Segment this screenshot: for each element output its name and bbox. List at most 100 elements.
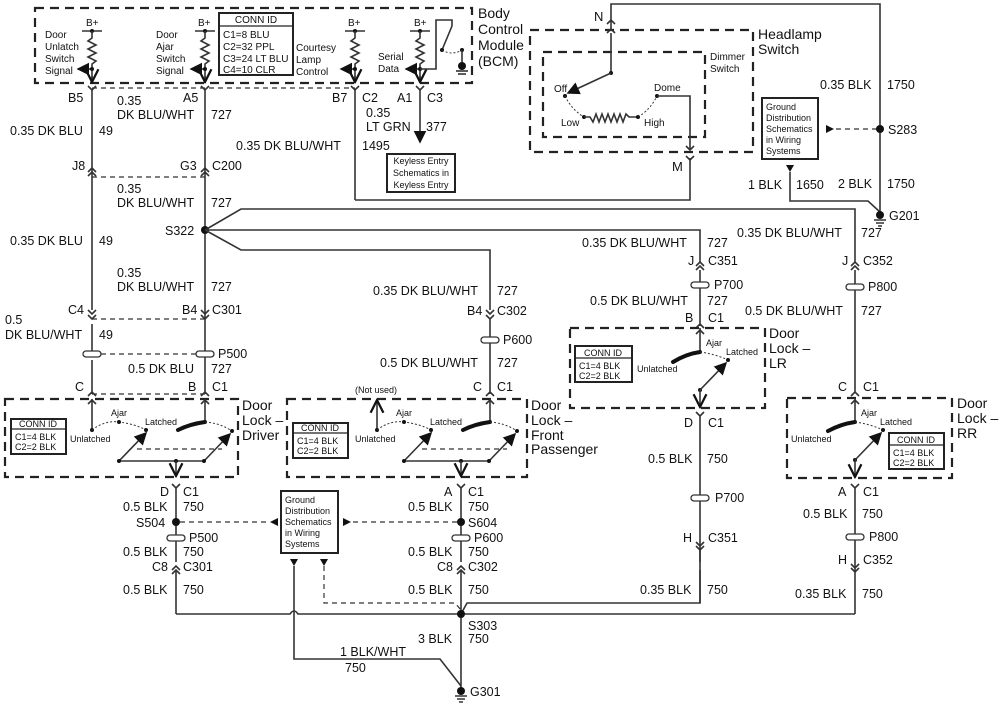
splice-label: S283 [888,123,917,137]
label-door-ajar-3: Switch [156,54,185,65]
conn-d: D [684,416,693,430]
conn-id-row: C1=4 BLK [15,432,56,442]
wire-label: 0.5 [5,313,22,327]
conn-id-title: CONN ID [235,15,277,26]
wire-label: 0.35 [117,94,141,108]
bcm-title-2: Control [478,21,523,37]
wire-label: 1 BLK [748,178,783,192]
door-lock-title: Lock – [531,412,572,428]
bcm-title-3: Module [478,37,524,53]
state-unlatched: Unlatched [355,434,396,444]
circuit-label: 727 [707,236,728,250]
pullup-b5: B+ [76,18,102,82]
ref-text: Ground [766,102,796,112]
circuit-label: 727 [497,284,518,298]
wire-727-rr-branch [204,208,856,258]
conn-p700: P700 [715,491,744,505]
circuit-label: 727 [497,356,518,370]
splice-s303 [457,610,465,618]
wire-label: 0.5 DK BLU [128,362,194,376]
dimmer-title-2: Switch [710,64,739,75]
circuit-label: 750 [468,583,489,597]
circuit-label: 1750 [887,177,915,191]
splice-s283 [876,125,884,133]
keyless-entry-ref-box[interactable]: Keyless Entry Schematics in Keyless Entr… [386,153,456,193]
conn-id-title: CONN ID [301,423,340,433]
circuit-label: 727 [861,304,882,318]
pullup-a5: B+ [189,18,215,82]
door-lock-rr: Door Lock – RR CONN ID C1=4 BLK C2=2 BLK… [785,395,998,480]
conn-c8: C8 [152,560,168,574]
conn-c301: C301 [183,560,213,574]
label-courtesy-1: Courtesy [296,43,336,54]
door-lock-lr: Door Lock – LR CONN ID C1=4 BLK C2=2 BLK… [568,325,810,410]
conn-c352: C352 [863,553,893,567]
door-lock-title: Door [957,395,988,411]
conn-c1: C1 [708,311,724,325]
state-unlatched: Unlatched [791,434,832,444]
conn-c1: C1 [468,485,484,499]
ground-g301 [457,687,465,695]
wire-1495-to-headlamp [355,170,691,201]
state-latched: Latched [726,347,758,357]
pullup-a1: B+ [404,18,468,82]
door-lock-title: RR [957,425,977,441]
state-latched: Latched [430,417,462,427]
door-lock-title: LR [769,355,787,371]
wire-label: 0.35 [366,106,390,120]
conn-c: C [838,380,847,394]
pos-low: Low [561,118,580,129]
wire-label: DK BLU/WHT [117,280,194,294]
state-latched: Latched [880,417,912,427]
ground-ref-box-1[interactable]: Ground Distribution Schematics in Wiring… [761,97,819,160]
ref-text: Systems [285,539,320,549]
wire-label: 0.5 BLK [123,500,168,514]
wire-label: 0.5 BLK [123,545,168,559]
ground-icon [458,62,466,70]
conn-j: J [842,254,848,268]
wire-label: 3 BLK [418,632,453,646]
circuit-label: 750 [862,507,883,521]
pin-a1: A1 [397,91,412,105]
wire-label: 0.35 DK BLU [10,234,83,248]
circuit-label: 750 [468,500,489,514]
conn-id-row: C1=4 BLK [297,436,338,446]
circuit-label: 727 [211,362,232,376]
conn-c352: C352 [863,254,893,268]
conn-c8: C8 [437,560,453,574]
wire-label: 2 BLK [838,177,873,191]
conn-p500: P500 [189,531,218,545]
conn-b4: B4 [182,303,197,317]
conn-p500: P500 [218,347,247,361]
state-ajar: Ajar [396,408,412,418]
ref-text: Distribution [766,113,811,123]
label-door-ajar-2: Ajar [156,42,174,53]
conn-c: C [473,380,482,394]
wire-label: 0.35 BLK [795,587,847,601]
ground-ref-box-2[interactable]: Ground Distribution Schematics in Wiring… [280,490,339,554]
wire-label: 0.35 DK BLU [10,124,83,138]
conn-c: C [75,380,84,394]
conn-id-row: C2=2 BLK [579,371,620,381]
conn-c1: C1 [183,485,199,499]
splice-s504 [172,518,180,526]
label-door-unlatch-1: Door [45,30,67,41]
door-lock-front-passenger: Door Lock – Front Passenger (Not used) C… [285,385,598,479]
circuit-label: 727 [211,280,232,294]
conn-id-row: C2=2 BLK [15,442,56,452]
conn-c351: C351 [708,254,738,268]
conn-id-title: CONN ID [897,435,936,445]
conn-id-row: C3=24 LT BLU [223,54,289,65]
conn-p800: P800 [869,530,898,544]
wire-label: 0.5 BLK [803,507,848,521]
conn-p800: P800 [868,280,897,294]
pos-off: Off [554,84,567,95]
conn-g3: G3 [180,159,197,173]
wire-label: 0.5 DK BLU/WHT [590,294,688,308]
circuit-label: 727 [211,196,232,210]
conn-c1: C1 [863,485,879,499]
wire-label: 0.35 [117,182,141,196]
conn-p600: P600 [503,333,532,347]
ref-text: Keyless Entry [393,156,449,166]
wire-727-lr-branch [205,229,701,258]
